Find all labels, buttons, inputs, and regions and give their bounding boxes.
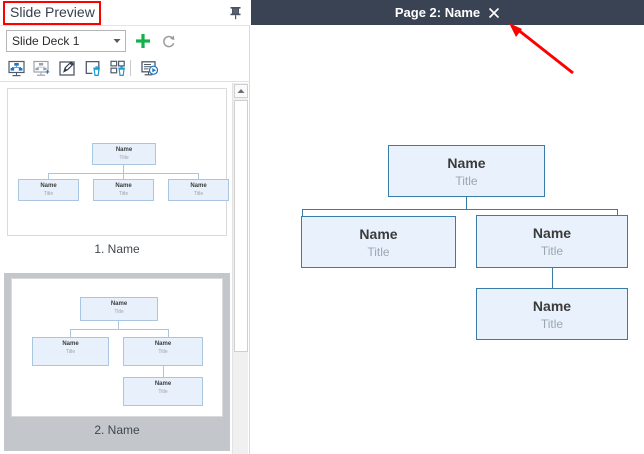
connector [163,366,164,377]
connector [302,209,618,210]
create-slide-from-diagram-button[interactable] [5,58,27,79]
mini-node: Name Title [168,179,229,201]
connector [198,173,199,179]
play-slideshow-button[interactable] [138,58,160,79]
slide-deck-dropdown[interactable]: Slide Deck 1 [6,30,126,52]
pin-icon[interactable] [226,4,244,22]
scrollbar-thumb[interactable] [234,100,248,352]
page-header-bar: Page 2: Name [251,0,644,25]
slide-preview-panel: Slide Preview Slide Deck 1 [0,0,250,454]
panel-titlebar: Slide Preview [0,0,250,26]
slide-thumbnail-canvas-1: Name Title Name Title Name Title [7,88,229,236]
list-item[interactable]: Name Title Name Title Name Title [4,88,230,266]
connector [466,197,467,209]
mini-node: Name Title [80,297,158,321]
mini-node: Name Title [18,179,79,201]
slide-deck-dropdown-value: Slide Deck 1 [12,34,80,48]
slide-preview-title-highlight: Slide Preview [3,1,101,25]
diagram-node[interactable]: Name Title [476,215,628,268]
page-header-title: Page 2: Name [394,5,481,20]
deck-selector-row: Slide Deck 1 [0,27,250,56]
refresh-icon[interactable] [159,32,177,50]
edit-slide-button[interactable] [56,58,78,79]
connector [123,173,124,179]
connector [617,209,618,216]
page-title: Slide Preview [10,4,95,20]
delete-slide-button[interactable] [82,58,104,79]
mini-node: Name Title [123,377,203,406]
connector [118,321,119,329]
connector [48,173,49,179]
list-item-label: 2. Name [94,423,140,437]
connector [168,329,169,337]
close-icon[interactable] [487,6,500,19]
mini-node: Name Title [32,337,109,366]
delete-all-slides-button[interactable] [107,58,129,79]
add-slide-button[interactable] [30,58,52,79]
diagram-node[interactable]: Name Title [301,216,456,268]
list-item[interactable]: Name Title Name Title Name Title [4,273,230,451]
slide-thumbnail-canvas-2: Name Title Name Title Name Title [11,278,223,417]
thumbnail-scrollbar[interactable] [232,83,248,454]
diagram-node[interactable]: Name Title [476,288,628,340]
diagram-node[interactable]: Name Title [388,145,545,197]
list-item-label: 1. Name [94,242,140,256]
connector [552,268,553,288]
connector [123,165,124,173]
slide-toolbar [0,56,250,82]
connector [302,209,303,216]
page-header-inner: Page 2: Name [395,5,500,20]
mini-node: Name Title [123,337,203,366]
mini-node: Name Title [93,179,154,201]
connector [70,329,169,330]
slide-thumbnail-list[interactable]: Name Title Name Title Name Title [0,83,232,454]
toolbar-divider [130,60,131,76]
diagram-canvas[interactable]: Name Title Name Title Name Title Na [251,26,644,454]
connector [70,329,71,337]
page-editor-panel: Page 2: Name Name Title [251,0,644,454]
mini-node: Name Title [92,143,156,165]
plus-icon[interactable] [133,31,153,51]
triangle-up-icon[interactable] [234,84,248,98]
chevron-down-icon [109,31,125,51]
